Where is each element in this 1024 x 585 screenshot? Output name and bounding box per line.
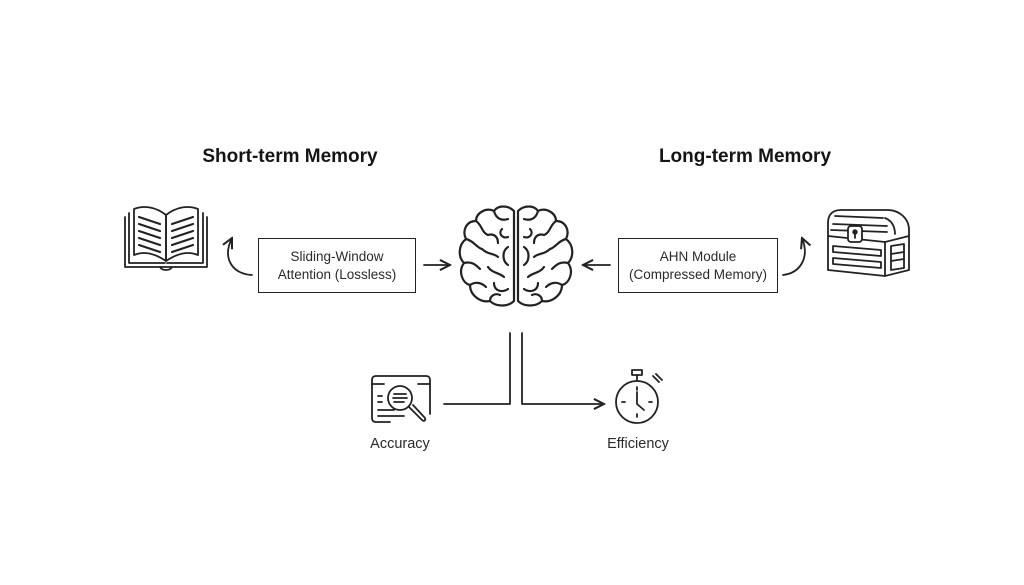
accuracy-label: Accuracy [370, 436, 430, 452]
efficiency-label: Efficiency [607, 436, 669, 452]
box-line-1: Sliding-Window [290, 248, 384, 264]
box-line-2: (Compressed Memory) [628, 266, 768, 282]
line-brain-to-efficiency [521, 332, 604, 404]
curved-arrow-to-chest [782, 238, 805, 276]
brain-icon [458, 205, 574, 307]
short-term-memory-heading: Short-term Memory [202, 146, 378, 167]
long-term-memory-heading: Long-term Memory [658, 146, 832, 167]
treasure-chest-icon [827, 209, 910, 277]
line-brain-to-accuracy [443, 332, 511, 405]
box-line-1: AHN Module [659, 248, 737, 264]
sliding-window-attention-box: Sliding-Window Attention (Lossless) [258, 238, 416, 293]
box-line-2: Attention (Lossless) [277, 266, 397, 282]
ahn-module-box: AHN Module (Compressed Memory) [618, 238, 778, 293]
curved-arrow-to-book [228, 238, 253, 276]
open-book-icon [124, 206, 208, 271]
stopwatch-icon [615, 369, 663, 424]
document-search-icon [371, 375, 431, 423]
